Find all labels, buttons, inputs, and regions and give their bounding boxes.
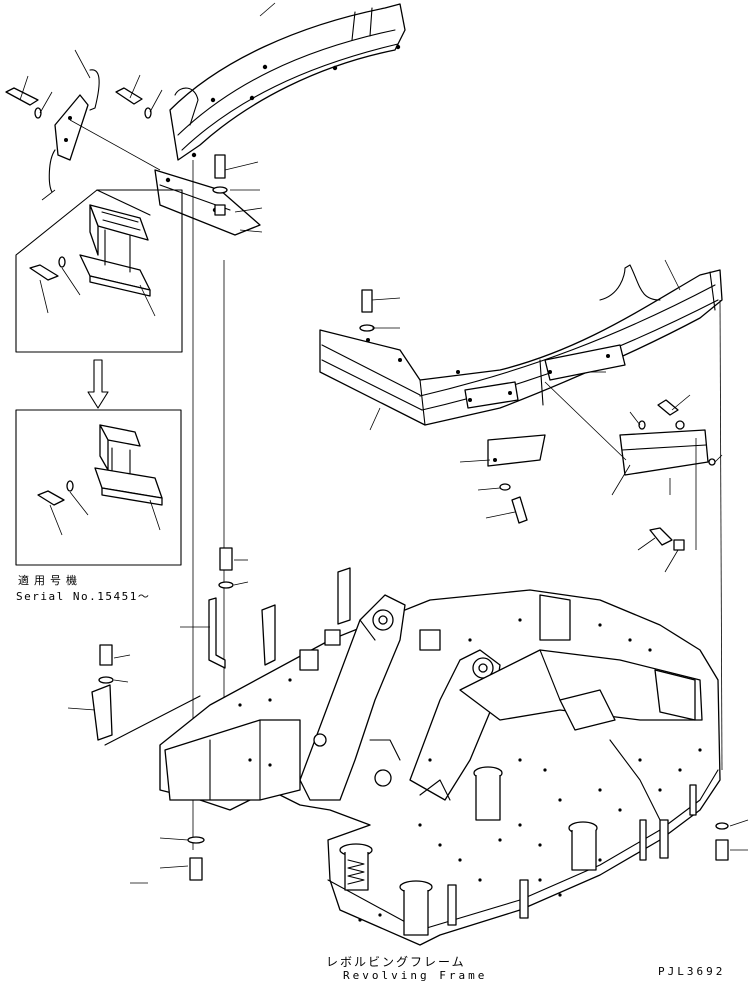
frame-title-jp: レボルビングフレーム (326, 955, 466, 969)
counterweight-bracket (48, 69, 261, 236)
drawing-code: PJL3692 (658, 965, 726, 978)
counterweight-hardware-right (359, 289, 716, 551)
leader-lines-top-left (19, 2, 276, 233)
frame-title: Revolving Frame (343, 969, 488, 982)
callout-box-old-step (15, 189, 183, 353)
serial-label-jp: 適用号機 (18, 574, 82, 587)
revolving-frame (159, 589, 721, 946)
upper-counterweight (169, 3, 406, 161)
bolt-bottom-right (715, 819, 749, 861)
arrow-down-icon (87, 359, 109, 409)
serial-number-label: Serial No.15451～ (16, 590, 151, 603)
rear-counterweight (319, 264, 723, 426)
leader-lines-right (369, 259, 723, 771)
bolt-bottom-left (130, 836, 205, 884)
bolt-set-top-left (5, 87, 228, 216)
handrail-parts (67, 547, 351, 746)
callout-box-new-step (15, 409, 182, 566)
